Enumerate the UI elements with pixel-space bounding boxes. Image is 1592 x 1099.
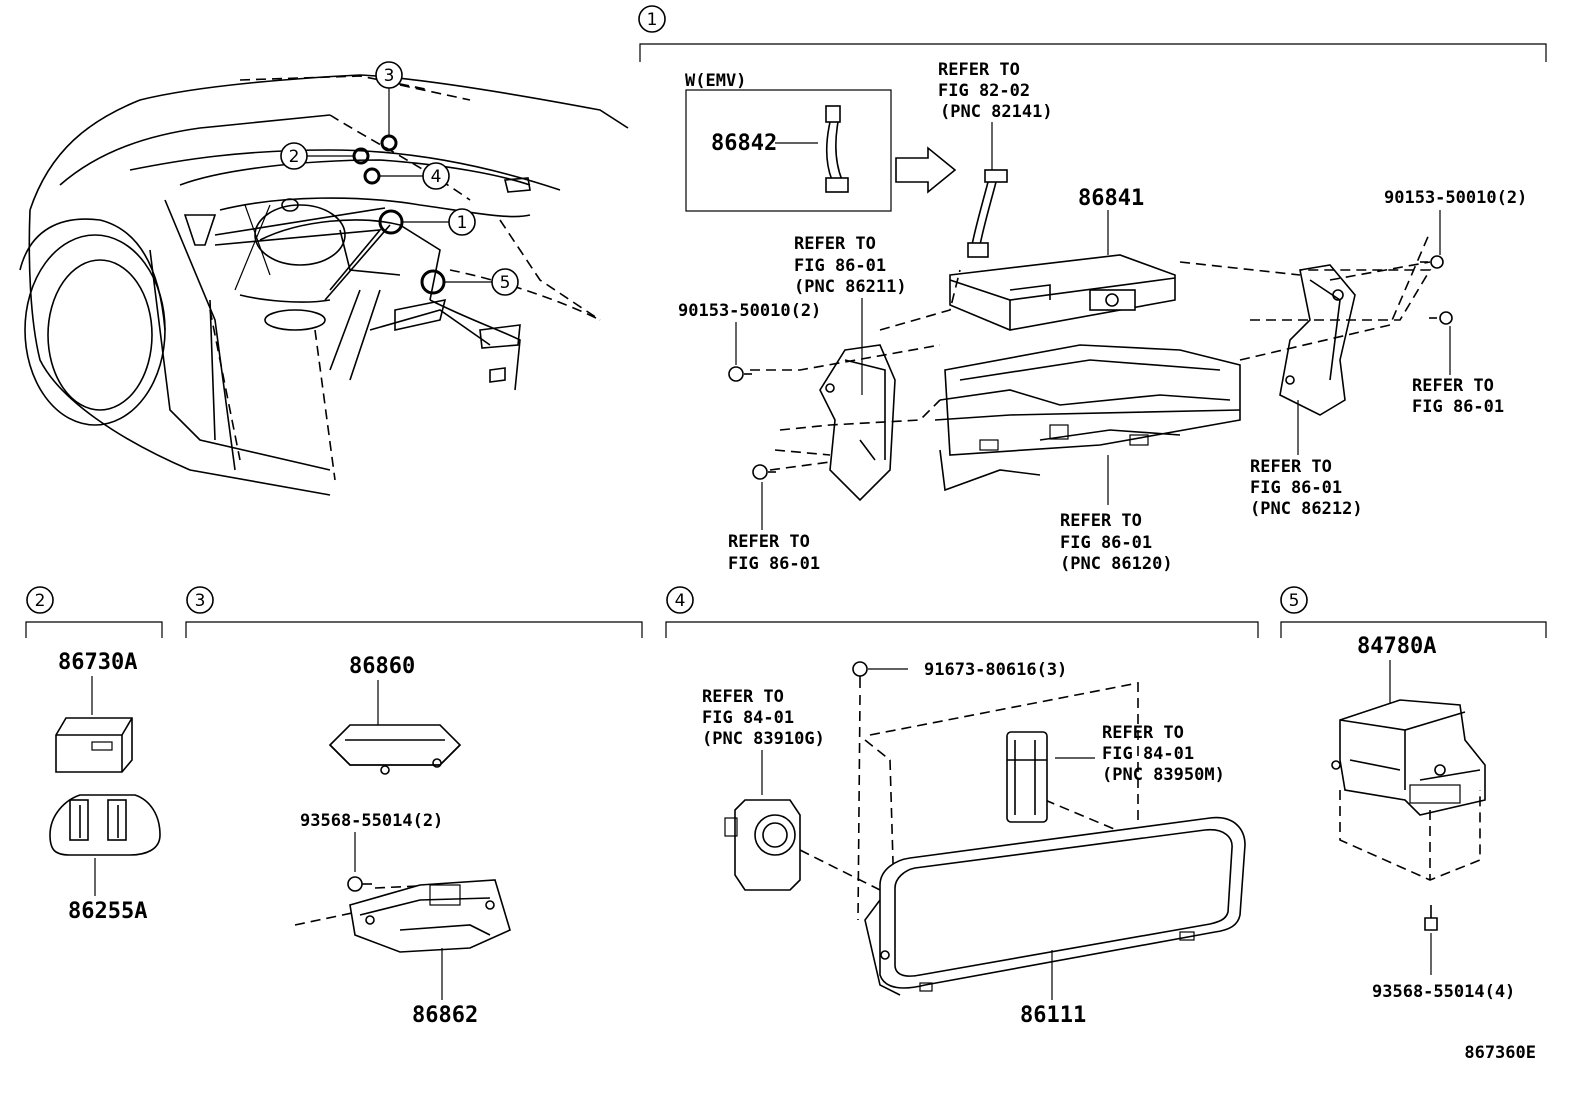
- refer-86211-line1: REFER TO: [794, 234, 876, 254]
- section-2-marker: 2: [26, 586, 54, 614]
- part-90153-right: 90153-50010(2): [1384, 188, 1527, 208]
- part-86255A: 86255A: [68, 899, 147, 924]
- side-bracket-left: [819, 344, 896, 502]
- refer-86212-line2: FIG 86-01: [1250, 478, 1342, 498]
- mounting-bracket: [934, 344, 1241, 492]
- svg-text:4: 4: [431, 167, 442, 187]
- module-83950M: [1006, 731, 1048, 823]
- bolt-90153-left: [728, 366, 752, 382]
- refer-86212-line3: (PNC 86212): [1250, 499, 1363, 519]
- overview-callout-2: 2: [280, 142, 308, 170]
- svg-text:1: 1: [647, 10, 658, 30]
- svg-text:3: 3: [195, 591, 206, 611]
- section-1-bracket: [639, 43, 1547, 62]
- refer-82-line1: REFER TO: [938, 60, 1020, 80]
- refer-86120-line2: FIG 86-01: [1060, 533, 1152, 553]
- part-91673-80616: 91673-80616(3): [924, 660, 1067, 680]
- refer-83950m-line3: (PNC 83950M): [1102, 765, 1225, 785]
- overview-callout-1: 1: [448, 208, 476, 236]
- section-1: 1 W(EMV) 86842 REFER TO FIG 82-02 (PNC 8…: [638, 5, 1547, 574]
- refer-82-line3: (PNC 82141): [940, 102, 1053, 122]
- section-5-bracket: [1280, 621, 1547, 638]
- arrow-icon: [895, 146, 957, 194]
- overview-callout-4: 4: [422, 162, 450, 190]
- figure-id: 867360E: [1464, 1043, 1536, 1063]
- refer-82-line2: FIG 82-02: [938, 81, 1030, 101]
- refer-83950m-line2: FIG 84-01: [1102, 744, 1194, 764]
- section-4-bracket: [665, 621, 1259, 638]
- section-1-marker: 1: [638, 5, 666, 33]
- bolt-90153-right-lower: [1429, 311, 1453, 325]
- bolt-90153-right-upper: [1420, 255, 1444, 269]
- part-86860: 86860: [349, 654, 415, 679]
- section-4: 4 91673-80616(3) REFER TO FIG 84-01 (PNC…: [665, 586, 1259, 1028]
- module-84780A: [1331, 699, 1486, 816]
- section-3: 3 86860 93568-55014(2) 86862: [185, 586, 643, 1028]
- part-84780A: 84780A: [1357, 634, 1436, 659]
- section-2: 2 86730A 86255A: [25, 586, 163, 924]
- refer-86120-line3: (PNC 86120): [1060, 554, 1173, 574]
- screw-93568-4: [1424, 905, 1438, 931]
- navigation-unit-86841: [949, 254, 1176, 331]
- refer-83910g-line1: REFER TO: [702, 687, 784, 707]
- svg-text:4: 4: [675, 591, 686, 611]
- svg-text:2: 2: [35, 591, 46, 611]
- refer-86212-line1: REFER TO: [1250, 457, 1332, 477]
- refer-right-line2: FIG 86-01: [1412, 397, 1504, 417]
- side-bracket-right: [1279, 264, 1356, 416]
- svg-text:1: 1: [457, 213, 468, 233]
- part-93568-2: 93568-55014(2): [300, 811, 443, 831]
- svg-text:5: 5: [500, 273, 511, 293]
- screw-91673: [852, 661, 868, 688]
- vehicle-overview: 3 2 4 1 5: [19, 61, 629, 496]
- refer-86120-line1: REFER TO: [1060, 511, 1142, 531]
- section-5: 5 84780A 93568-55014(4): [1280, 586, 1547, 1002]
- refer-83950m-line1: REFER TO: [1102, 723, 1184, 743]
- refer-86211-line3: (PNC 86211): [794, 277, 907, 297]
- bezel-86255A: [49, 794, 161, 856]
- speaker-83910G: [724, 799, 801, 891]
- bracket-86862: [349, 879, 511, 953]
- svg-text:3: 3: [384, 66, 395, 86]
- part-86842: 86842: [711, 131, 777, 156]
- part-86111: 86111: [1020, 1003, 1086, 1028]
- part-86841: 86841: [1078, 186, 1144, 211]
- refer-83910g-line3: (PNC 83910G): [702, 729, 825, 749]
- section-3-bracket: [185, 621, 643, 638]
- screw-93568-2: [347, 876, 372, 892]
- overview-callout-3: 3: [375, 61, 403, 89]
- section-3-marker: 3: [186, 586, 214, 614]
- section-2-bracket: [25, 621, 163, 638]
- variant-box: [685, 89, 892, 212]
- wire-harness-82141: [967, 169, 1008, 258]
- svg-text:5: 5: [1289, 591, 1300, 611]
- refer-83910g-line2: FIG 84-01: [702, 708, 794, 728]
- part-93568-55014-4: 93568-55014(4): [1372, 982, 1515, 1002]
- wire-harness-86842: [825, 105, 849, 193]
- refer-right-line1: REFER TO: [1412, 376, 1494, 396]
- part-90153-left: 90153-50010(2): [678, 301, 821, 321]
- instrument-cluster-86111: [864, 816, 1246, 996]
- refer-86211-line2: FIG 86-01: [794, 256, 886, 276]
- airbag-module-86860: [328, 724, 462, 775]
- svg-text:2: 2: [289, 147, 300, 167]
- bolt-refer-bottom-left: [752, 464, 776, 480]
- section-4-marker: 4: [666, 586, 694, 614]
- switch-86730A: [55, 717, 133, 773]
- section-5-marker: 5: [1280, 586, 1308, 614]
- overview-callout-5: 5: [491, 268, 519, 296]
- refer-bottom-left-line2: FIG 86-01: [728, 554, 820, 574]
- part-86730A: 86730A: [58, 650, 137, 675]
- part-86862: 86862: [412, 1003, 478, 1028]
- variant-label: W(EMV): [685, 71, 746, 91]
- refer-bottom-left-line1: REFER TO: [728, 532, 810, 552]
